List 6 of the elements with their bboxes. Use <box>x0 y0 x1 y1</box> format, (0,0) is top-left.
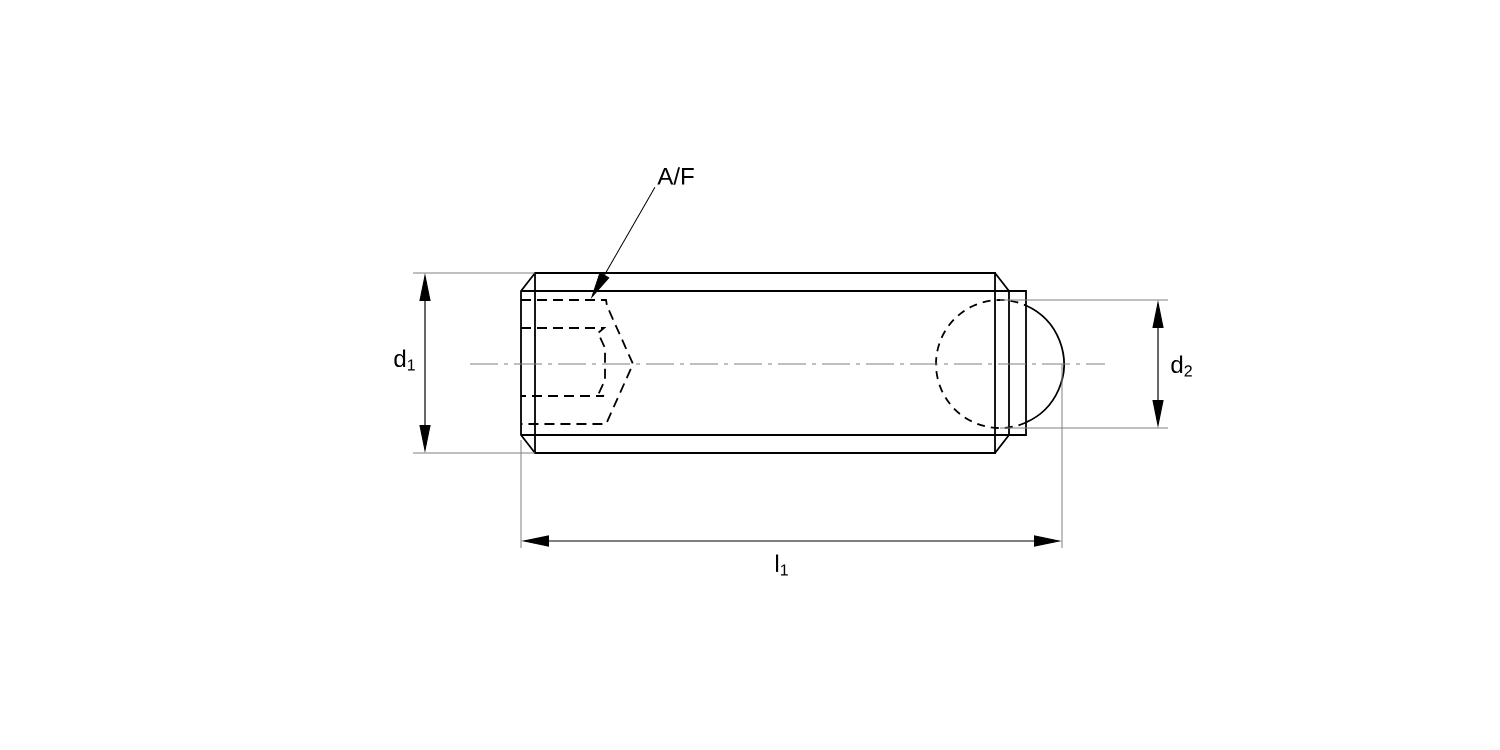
leader-line <box>591 186 656 298</box>
callout-label: A/F <box>657 167 694 185</box>
hex-socket-drawing <box>520 299 634 425</box>
dimension-label: l$_{1}$ <box>776 554 788 576</box>
dimension-label: d$_{2}$ <box>1171 355 1192 377</box>
dimension-label: d$_{1}$ <box>394 349 415 371</box>
